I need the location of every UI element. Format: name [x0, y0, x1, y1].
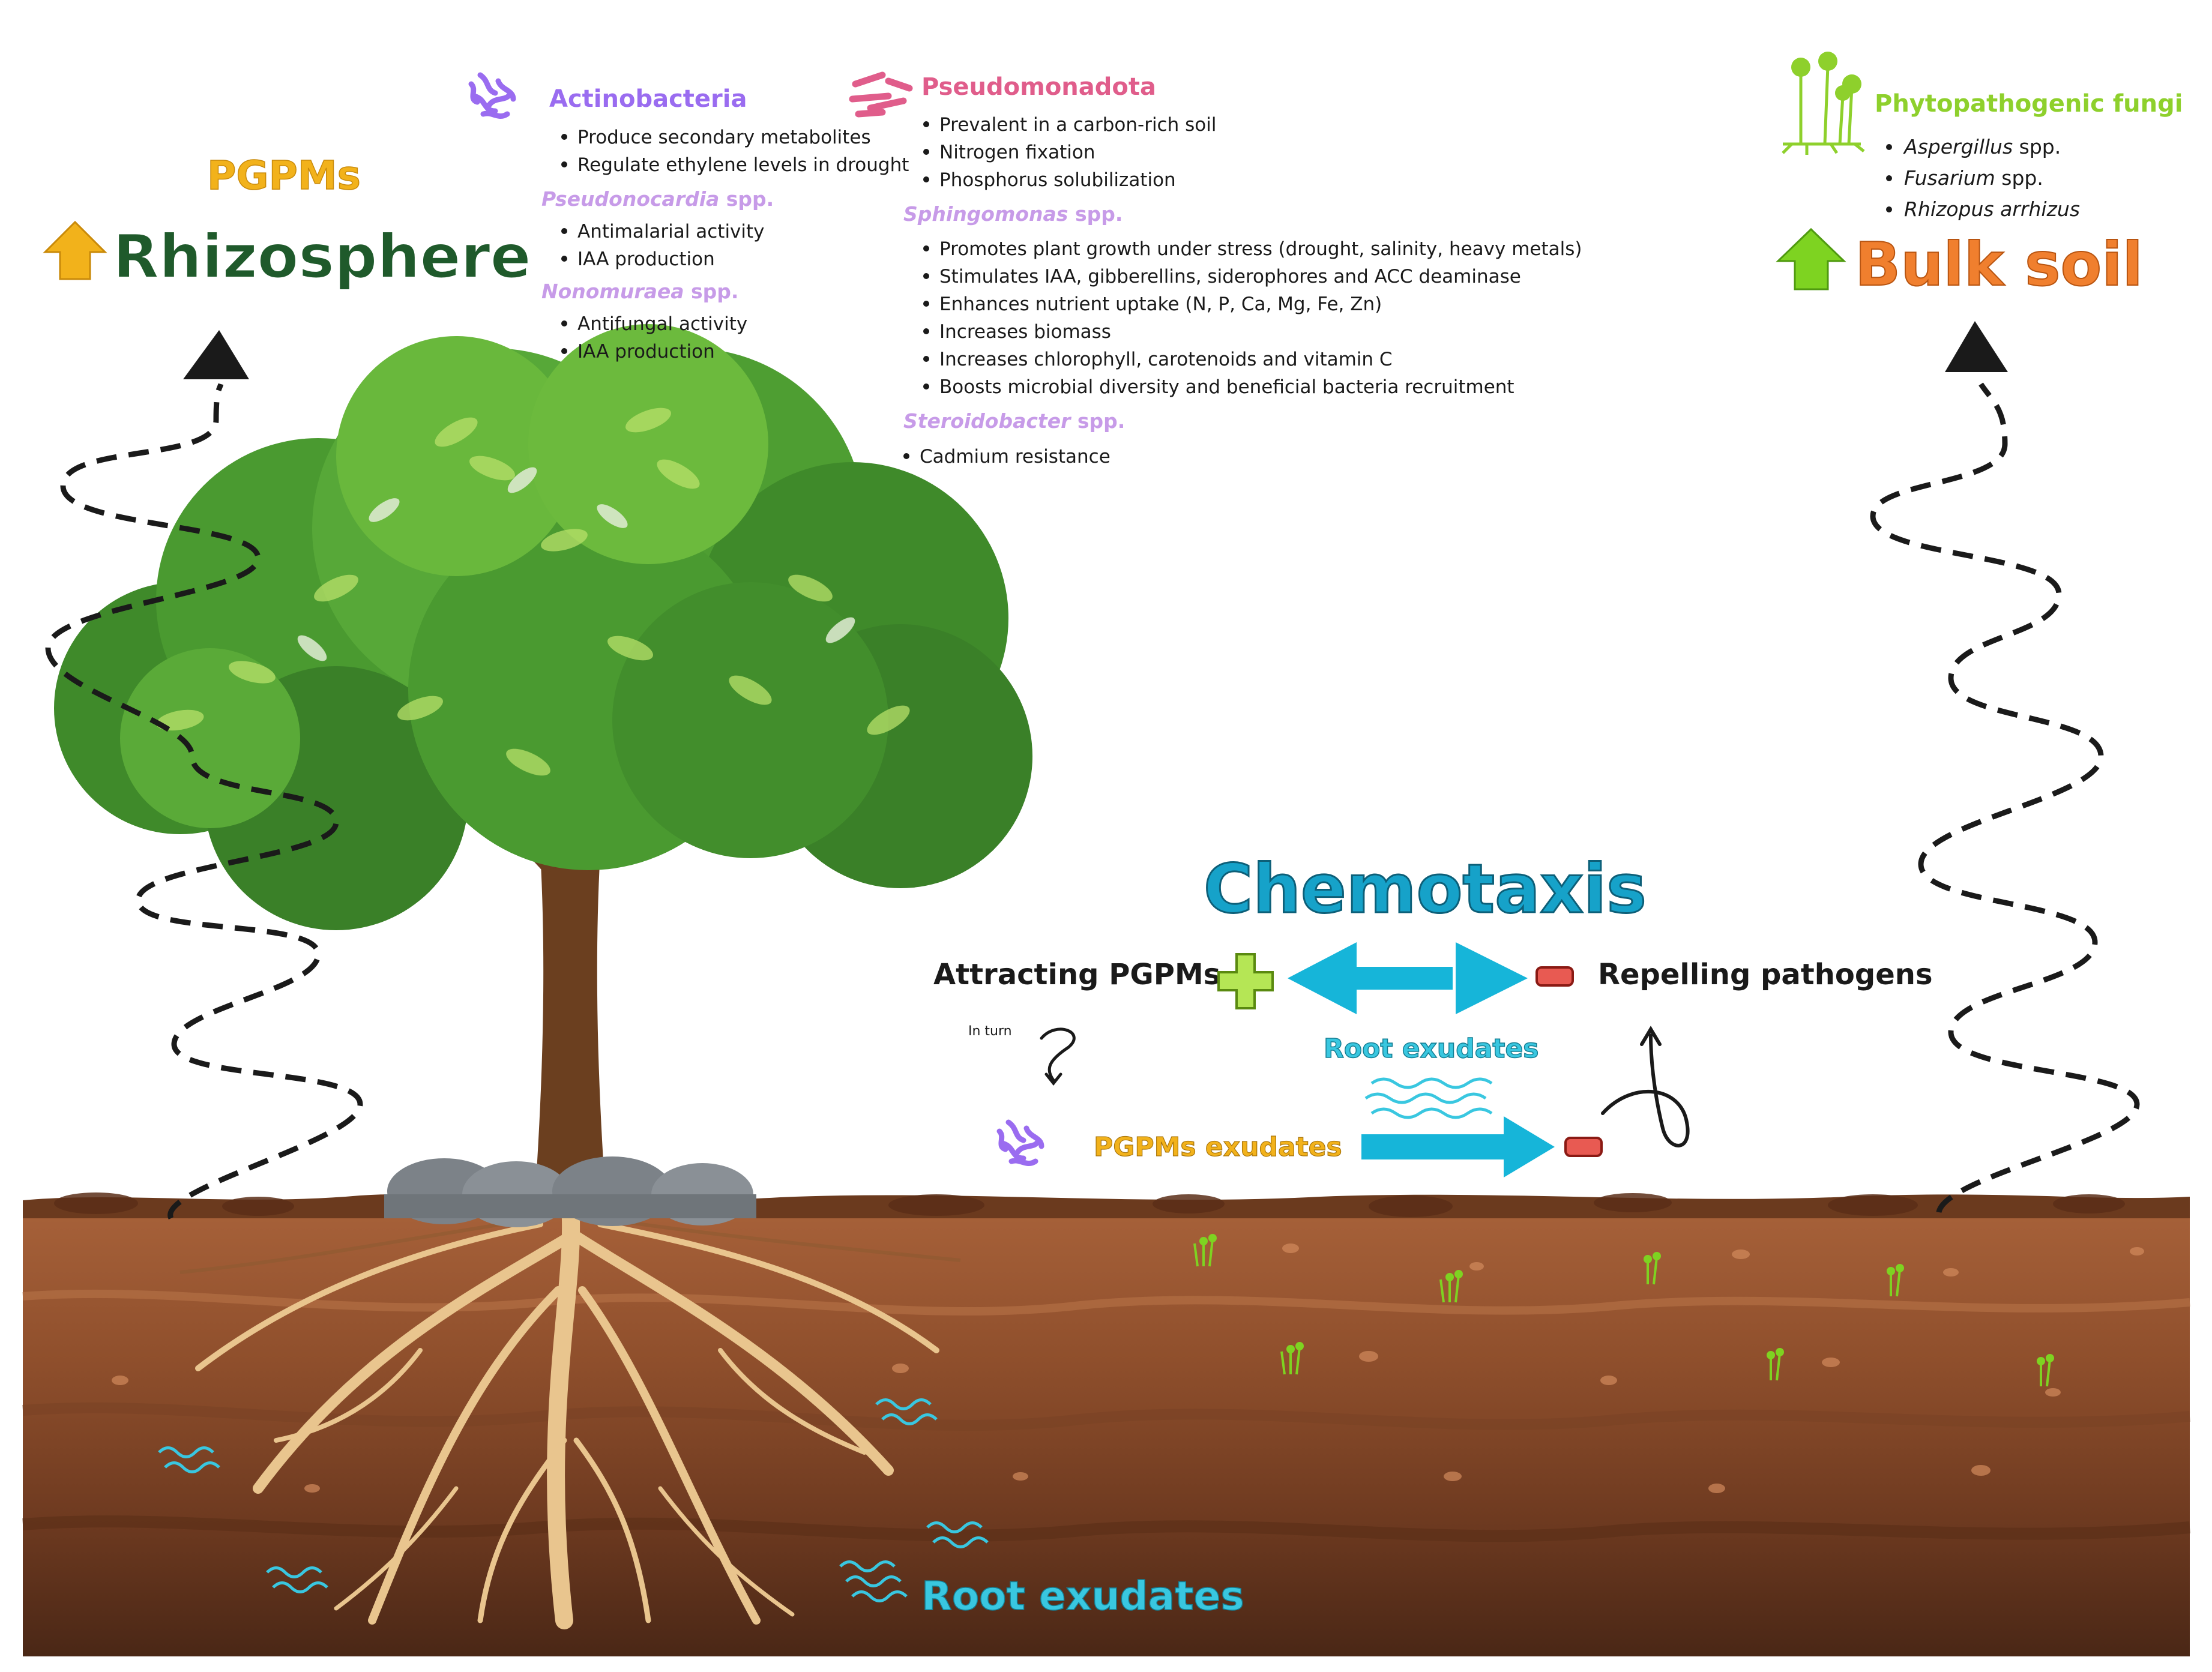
- sphingomonas-bullet-1: Promotes plant growth under stress (drou…: [939, 238, 1582, 260]
- pseudonocardia-bullet-2: IAA production: [577, 248, 715, 270]
- tree-roots-dark: [179, 1216, 961, 1274]
- nonomuraea-label: Nonomuraea spp.: [541, 280, 738, 303]
- soil-exudate-waves-icon: [158, 1398, 989, 1602]
- sphingomonas-bullet-4: Increases biomass: [939, 321, 1111, 343]
- fungi-item-2: Fusarium spp.: [1904, 166, 2043, 190]
- pseudo-bullet-2: Nitrogen fixation: [939, 142, 1095, 163]
- pseudo-bullet-1: Prevalent in a carbon-rich soil: [939, 114, 1216, 136]
- double-headed-arrow-icon: [1288, 942, 1528, 1014]
- sphingomonas-bullet-5: Increases chlorophyll, carotenoids and v…: [939, 349, 1393, 370]
- fungi-item-2-name: Fusarium: [1904, 166, 1995, 190]
- repelling-pathogens-label: Repelling pathogens: [1598, 958, 1933, 991]
- nonomuraea-bullet-2: IAA production: [577, 341, 715, 362]
- canopy-pale-leaves: [297, 467, 855, 661]
- in-turn-label: In turn: [968, 1024, 1012, 1039]
- steroidobacter-bullet-1: Cadmium resistance: [920, 446, 1111, 468]
- sphingomonas-name: Sphingomonas: [903, 202, 1068, 226]
- rocks: [384, 1156, 756, 1227]
- fungi-item-3-name: Rhizopus arrhizus: [1904, 197, 2080, 221]
- tree-canopy: [54, 324, 1032, 930]
- canopy-leaf-highlights: [156, 407, 910, 776]
- fungi-item-1-suffix: spp.: [2013, 135, 2061, 158]
- curl-down-arrow-icon: [1040, 1027, 1076, 1086]
- nonomuraea-bullet-1: Antifungal activity: [577, 313, 747, 335]
- curl-up-arrow-icon: [1601, 1026, 1690, 1147]
- fungi-item-1: Aspergillus spp.: [1903, 135, 2061, 158]
- chemotaxis-title: Chemotaxis: [1204, 850, 1647, 928]
- right-path-arrowhead: [1945, 321, 2008, 372]
- seedlings: [1193, 1239, 2051, 1387]
- plus-icon: [1217, 953, 1274, 1009]
- minus-icon: [1535, 966, 1574, 987]
- actino-bullet-2: Regulate ethylene levels in drought: [577, 154, 909, 176]
- attracting-pgpms-label: Attracting PGPMs: [933, 958, 1220, 991]
- nonomuraea-suffix: spp.: [684, 280, 739, 303]
- sphingomonas-bullet-3: Enhances nutrient uptake (N, P, Ca, Mg, …: [939, 293, 1382, 315]
- pgpms-label: PGPMs: [207, 152, 361, 199]
- fungi-icon: [1782, 65, 1865, 155]
- pseudomonadota-icon: [849, 71, 913, 118]
- fungi-title: Phytopathogenic fungi: [1875, 90, 2183, 118]
- root-exudates-chemotaxis-label: Root exudates: [1324, 1033, 1539, 1064]
- minus-icon-small: [1564, 1137, 1603, 1157]
- steroidobacter-label: Steroidobacter spp.: [903, 409, 1125, 433]
- pseudonocardia-bullet-1: Antimalarial activity: [577, 221, 765, 242]
- sphingomonas-bullet-6: Boosts microbial diversity and beneficia…: [939, 376, 1514, 398]
- bulk-soil-label: Bulk soil: [1855, 229, 2143, 299]
- pseudonocardia-label: Pseudonocardia spp.: [541, 187, 774, 211]
- actinobacteria-icon: [468, 72, 516, 119]
- left-path-arrowhead: [183, 330, 249, 379]
- right-arrow-icon: [1361, 1116, 1555, 1177]
- pgpms-exudates-label: PGPMs exudates: [1094, 1132, 1342, 1162]
- steroidobacter-suffix: spp.: [1070, 409, 1125, 433]
- fungi-item-3: Rhizopus arrhizus: [1904, 197, 2080, 221]
- tree-roots: [195, 1197, 939, 1629]
- fungi-item-2-suffix: spp.: [1995, 166, 2043, 190]
- rhizosphere-up-arrow-icon: [43, 220, 107, 280]
- sphingomonas-bullet-2: Stimulates IAA, gibberellins, siderophor…: [939, 266, 1521, 287]
- actinobacteria-bullets: Produce secondary metabolites Regulate e…: [561, 127, 909, 176]
- root-exudate-waves-icon: [1364, 1077, 1493, 1119]
- fungi-item-1-name: Aspergillus: [1903, 135, 2013, 158]
- pseudo-bullet-3: Phosphorus solubilization: [939, 169, 1176, 191]
- actinobacteria-title: Actinobacteria: [549, 85, 747, 113]
- sphingomonas-suffix: spp.: [1068, 202, 1123, 226]
- pseudonocardia-name: Pseudonocardia: [541, 187, 719, 211]
- pgpms-exudates-microbe-icon: [996, 1119, 1044, 1166]
- rhizosphere-label: Rhizosphere: [113, 221, 531, 292]
- right-wavy-path: [1870, 382, 2140, 1213]
- sphingomonas-label: Sphingomonas spp.: [903, 202, 1123, 226]
- pseudomonadota-title: Pseudomonadota: [921, 73, 1156, 101]
- fungi-spores: [1791, 52, 1861, 101]
- left-wavy-path: [45, 383, 363, 1219]
- nonomuraea-name: Nonomuraea: [541, 280, 684, 303]
- pseudonocardia-suffix: spp.: [719, 187, 774, 211]
- bulk-soil-up-arrow-icon: [1776, 227, 1846, 290]
- steroidobacter-name: Steroidobacter: [903, 409, 1071, 433]
- root-exudates-soil-label: Root exudates: [921, 1573, 1244, 1619]
- actino-bullet-1: Produce secondary metabolites: [577, 127, 871, 148]
